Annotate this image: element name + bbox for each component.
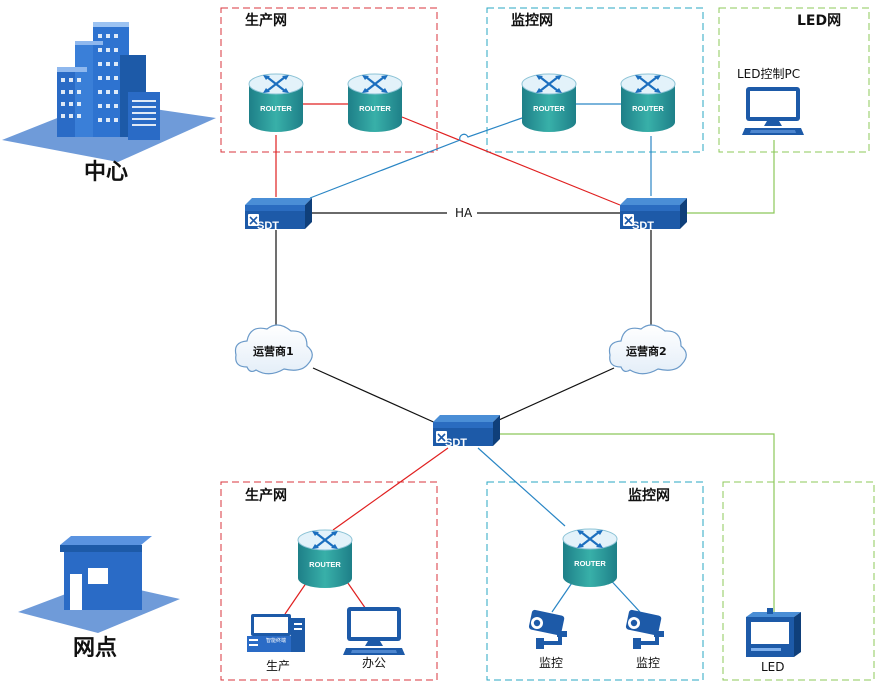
sdt-branch	[432, 414, 501, 447]
link-isp1-branch-sdt	[312, 367, 439, 425]
router-bottom-prod	[296, 528, 354, 590]
zone-bottom-led	[722, 481, 875, 681]
router-top-prod-2	[346, 72, 404, 134]
office-device-label: 办公	[362, 656, 387, 670]
office-pc-icon	[343, 607, 405, 655]
branch-label: 网点	[73, 636, 118, 661]
branch-building-icon	[18, 536, 180, 633]
router-bottom-mon	[561, 527, 619, 589]
zone-title-top-production: 生产网	[245, 13, 287, 29]
isp1-label: 运营商1	[253, 345, 294, 358]
sdt-center-left	[244, 197, 313, 230]
zone-title-top-monitoring: 监控网	[511, 13, 553, 29]
router-top-mon-2	[619, 72, 677, 134]
zone-top-production	[220, 7, 438, 153]
link-isp2-branch-sdt	[489, 367, 615, 425]
center-building-icon	[2, 22, 216, 162]
router-top-prod-1	[247, 72, 305, 134]
production-device-label: 生产	[266, 659, 291, 673]
link-router2-sdt-right	[401, 116, 621, 206]
zone-top-led	[718, 7, 870, 153]
camera-1-icon	[526, 607, 569, 651]
ha-label: HA	[453, 206, 475, 220]
camera2-label: 监控	[636, 656, 661, 670]
sdt-center-right	[619, 197, 688, 230]
isp2-label: 运营商2	[626, 345, 667, 358]
link-branch-sdt-led	[494, 433, 775, 618]
link-branch-sdt-prod-router	[332, 447, 449, 531]
led-control-pc-label: LED控制PC	[737, 67, 801, 81]
led-display-icon	[746, 608, 801, 657]
link-branch-sdt-mon-router	[477, 447, 566, 527]
led-control-pc-icon	[742, 87, 804, 135]
zone-title-top-led: LED网	[797, 13, 842, 29]
zone-title-bottom-monitoring: 监控网	[628, 488, 670, 504]
zone-bottom-monitoring	[486, 481, 704, 681]
center-label: 中心	[84, 160, 129, 185]
camera1-label: 监控	[539, 656, 564, 670]
zone-title-bottom-production: 生产网	[245, 488, 287, 504]
zone-bottom-production	[220, 481, 438, 681]
link-mon-router1-sdt-left	[309, 117, 523, 199]
led-device-label: LED	[761, 660, 785, 674]
smart-terminal-icon	[247, 614, 305, 652]
camera-2-icon	[623, 607, 666, 651]
link-ledpc-sdt-right	[682, 140, 775, 214]
zone-top-monitoring	[486, 7, 704, 153]
router-top-mon-1	[520, 72, 578, 134]
